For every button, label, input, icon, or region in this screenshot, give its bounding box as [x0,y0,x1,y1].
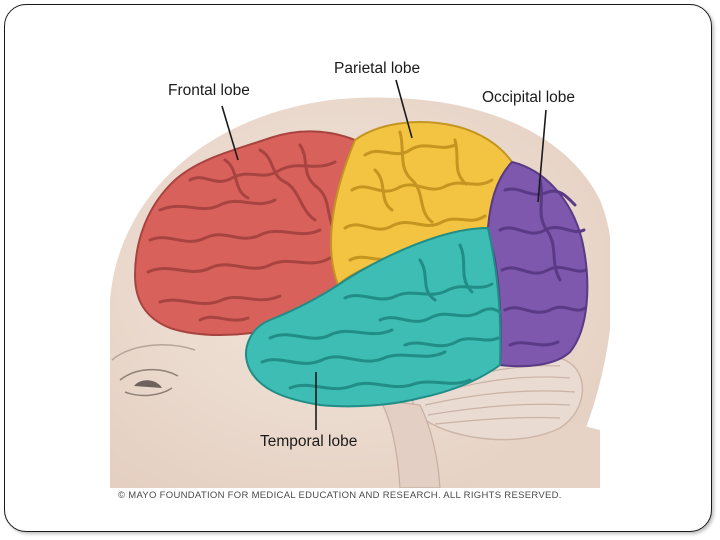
brain-stem [378,399,441,488]
copyright-credit: © MAYO FOUNDATION FOR MEDICAL EDUCATION … [118,490,562,501]
occipital-lobe [486,160,589,368]
occipital-leader-line [537,109,547,203]
parietal-lobe [330,121,514,287]
neck-shape [470,420,600,488]
face-eye [111,344,196,397]
occipital-lobe-label: Occipital lobe [482,89,575,106]
temporal-lobe [245,226,502,408]
parietal-leader-line [395,79,413,139]
parietal-lobe-label: Parietal lobe [334,60,420,77]
temporal-lobe-label: Temporal lobe [260,433,357,450]
frontal-lobe [133,130,357,336]
frontal-leader-line [221,105,239,161]
frontal-lobe-label: Frontal lobe [168,82,250,99]
